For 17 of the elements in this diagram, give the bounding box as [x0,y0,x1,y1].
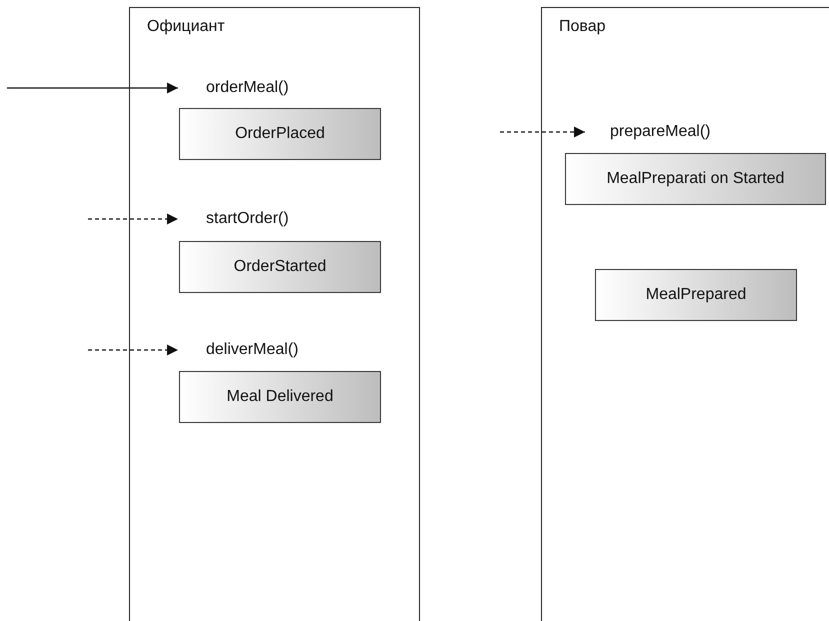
swimlane [541,7,829,621]
method-label: deliverMeal() [178,340,318,360]
arrow [88,214,178,224]
method-label: prepareMeal() [585,122,735,142]
event-box: OrderStarted [179,241,381,293]
arrow [7,82,178,94]
lane-title: Официант [147,18,225,36]
method-label: startOrder() [178,209,318,229]
event-box: Meal Delivered [179,371,381,423]
event-box: MealPrepared [595,269,797,321]
arrow [88,344,178,356]
event-box: MealPreparati on Started [565,153,826,205]
lane-title: Повар [559,18,606,36]
method-label: orderMeal() [178,78,318,98]
arrow [500,126,585,138]
swimlane [129,7,420,621]
event-box: OrderPlaced [179,108,381,160]
